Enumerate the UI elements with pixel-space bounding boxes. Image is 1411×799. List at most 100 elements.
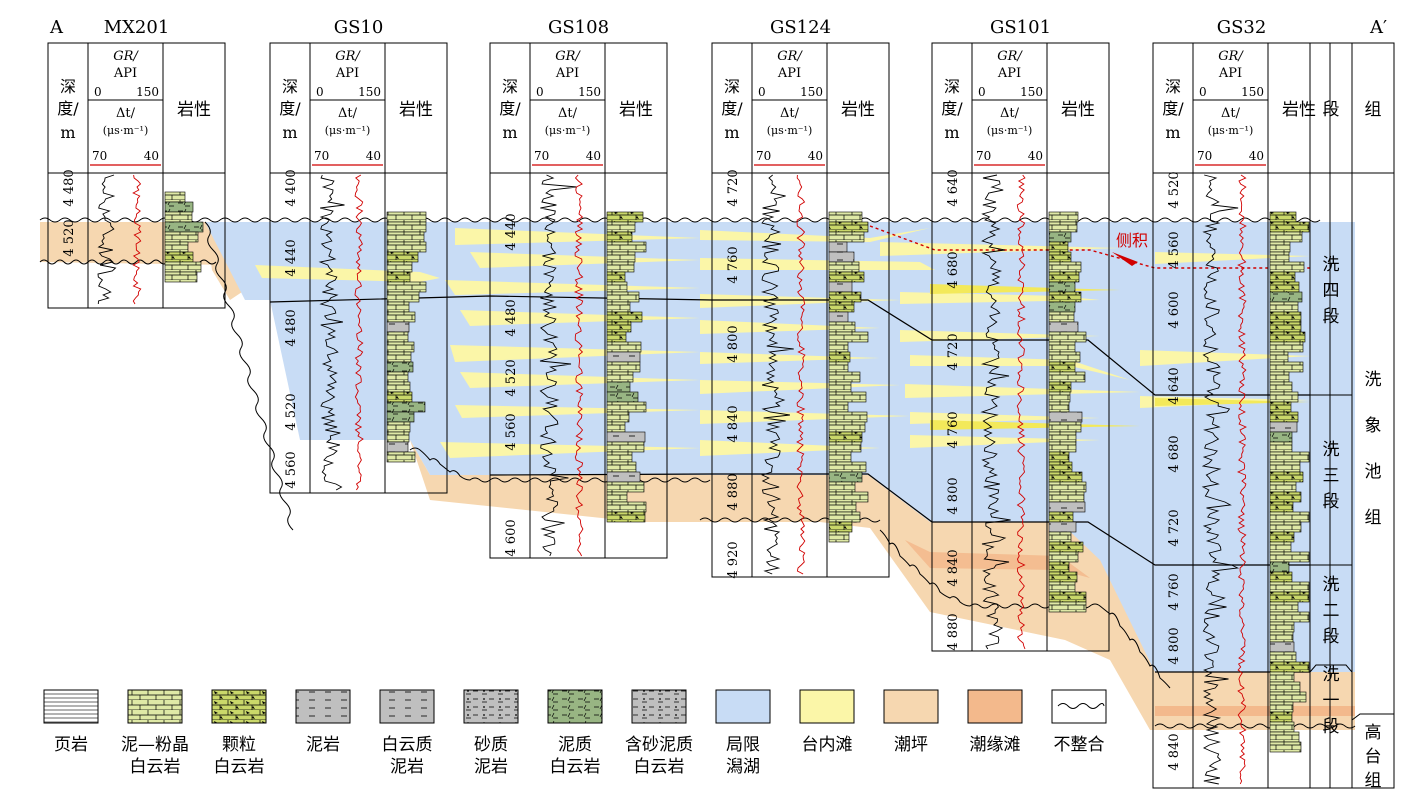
legend-swatch — [379, 689, 435, 724]
lithology-bed — [828, 351, 851, 363]
lithology-bed — [386, 421, 411, 433]
lithology-bed — [606, 321, 632, 333]
lithology-bed — [386, 251, 419, 263]
depth-tick-label: 4 680 — [1167, 435, 1182, 472]
lithology-bed — [1048, 431, 1077, 443]
legend-swatch — [211, 689, 267, 724]
svg-text:(μs·m⁻¹): (μs·m⁻¹) — [545, 124, 591, 137]
lithology-bed — [1048, 361, 1076, 373]
well-header-box — [931, 42, 1110, 174]
well-body-box — [1152, 172, 1331, 789]
lithology-bed — [1269, 431, 1293, 443]
depth-tick-label: 4 600 — [1167, 291, 1182, 328]
unconformity-gs32-base — [1154, 723, 1356, 729]
lithology-bed — [828, 261, 860, 273]
lithology-bed — [386, 431, 410, 443]
legend: 页岩泥—粉晶白云岩颗粒白云岩泥岩白云质泥岩砂质泥岩泥质白云岩含砂泥质白云岩局限潟… — [43, 689, 1107, 777]
lithology-bed — [828, 401, 849, 413]
lithology-bed — [1269, 231, 1303, 243]
lithology-bed — [386, 371, 409, 383]
svg-text:40: 40 — [586, 149, 601, 163]
tidal-margin-band-2 — [1155, 706, 1355, 716]
member-label: 四 — [1323, 281, 1340, 301]
lithology-bed — [164, 201, 194, 213]
depth-header: 深 — [944, 77, 960, 96]
gr-header: GR/ — [777, 49, 803, 64]
lithology-bed — [1048, 601, 1087, 613]
lithology-bed — [1048, 291, 1082, 303]
lithology-bed — [386, 301, 410, 313]
lithology-bed — [1269, 611, 1310, 623]
lithology-bed — [606, 221, 636, 233]
depth-tick-label: 4 840 — [1167, 733, 1182, 770]
svg-text:40: 40 — [808, 149, 823, 163]
formation-label-upper: 洗 — [1365, 370, 1382, 390]
section-end-label: A′ — [1369, 17, 1387, 38]
formation-boundary-zigzag — [1309, 664, 1394, 721]
legend-label: 泥岩 — [390, 757, 424, 777]
formation-header: 组 — [1365, 100, 1382, 120]
depth-tick-label: 4 800 — [1167, 627, 1182, 664]
svg-text:(μs·m⁻¹): (μs·m⁻¹) — [767, 124, 813, 137]
depth-tick-label: 4 440 — [504, 213, 519, 250]
lithology-bed — [606, 381, 631, 393]
lithology-bed — [386, 411, 415, 423]
legend-swatch — [127, 689, 183, 724]
well-body-box — [711, 172, 890, 578]
svg-text:0: 0 — [1199, 85, 1207, 99]
lithology-bed — [1269, 441, 1293, 453]
lithology-bed — [1048, 261, 1082, 273]
dt-header: Δt/ — [1221, 106, 1241, 121]
svg-text:150: 150 — [800, 85, 823, 99]
member-label: 洗 — [1323, 665, 1340, 685]
lithology-bed — [606, 351, 641, 363]
svg-text:0: 0 — [978, 85, 986, 99]
lithology-bed — [386, 291, 420, 303]
svg-text:API: API — [777, 66, 801, 81]
dt-curve — [354, 174, 364, 491]
svg-text:度/: 度/ — [1162, 99, 1184, 118]
legend-label: 泥质 — [558, 735, 592, 755]
lithology-header: 岩性 — [177, 100, 211, 120]
lithology-bed — [1048, 211, 1079, 223]
lithology-bed — [1269, 731, 1300, 743]
legend-label: 含砂泥质 — [625, 735, 693, 755]
svg-text:度/: 度/ — [279, 99, 301, 118]
gr-curve — [1201, 174, 1240, 785]
well-header-box — [47, 42, 226, 174]
dt-header: Δt/ — [780, 106, 800, 121]
formation-label-upper: 池 — [1365, 462, 1382, 482]
lithology-bed — [1269, 371, 1290, 383]
lithology-bed — [606, 291, 640, 303]
member-label: 洗 — [1323, 255, 1340, 275]
dt-header: Δt/ — [1000, 106, 1020, 121]
lithology-bed — [828, 371, 861, 383]
depth-tick-label: 4 800 — [726, 325, 741, 362]
svg-text:0: 0 — [536, 85, 544, 99]
depth-tick-label: 4 520 — [504, 359, 519, 396]
lithology-bed — [1269, 541, 1292, 553]
lithology-bed — [606, 301, 631, 313]
formation-column-box — [1351, 42, 1395, 789]
legend-label: 局限 — [726, 735, 760, 755]
lithology-bed — [1048, 441, 1077, 453]
lithology-bed — [828, 531, 850, 543]
well-name: GS108 — [548, 17, 609, 38]
depth-tick-label: 4 400 — [284, 169, 299, 206]
lithology-bed — [606, 501, 647, 513]
lithology-bed — [606, 311, 643, 323]
svg-text:70: 70 — [1197, 149, 1212, 163]
lithology-bed — [828, 511, 861, 523]
depth-tick-label: 4 800 — [946, 477, 961, 514]
legend-label: 白云岩 — [634, 757, 685, 777]
lithology-bed — [1048, 251, 1072, 263]
legend-label: 潮缘滩 — [970, 735, 1021, 755]
lithology-bed — [828, 291, 862, 303]
lithology-bed — [386, 321, 410, 333]
svg-text:70: 70 — [92, 149, 107, 163]
gr-curve — [97, 174, 117, 305]
lithology-bed — [386, 281, 427, 293]
lithology-bed — [828, 211, 863, 223]
